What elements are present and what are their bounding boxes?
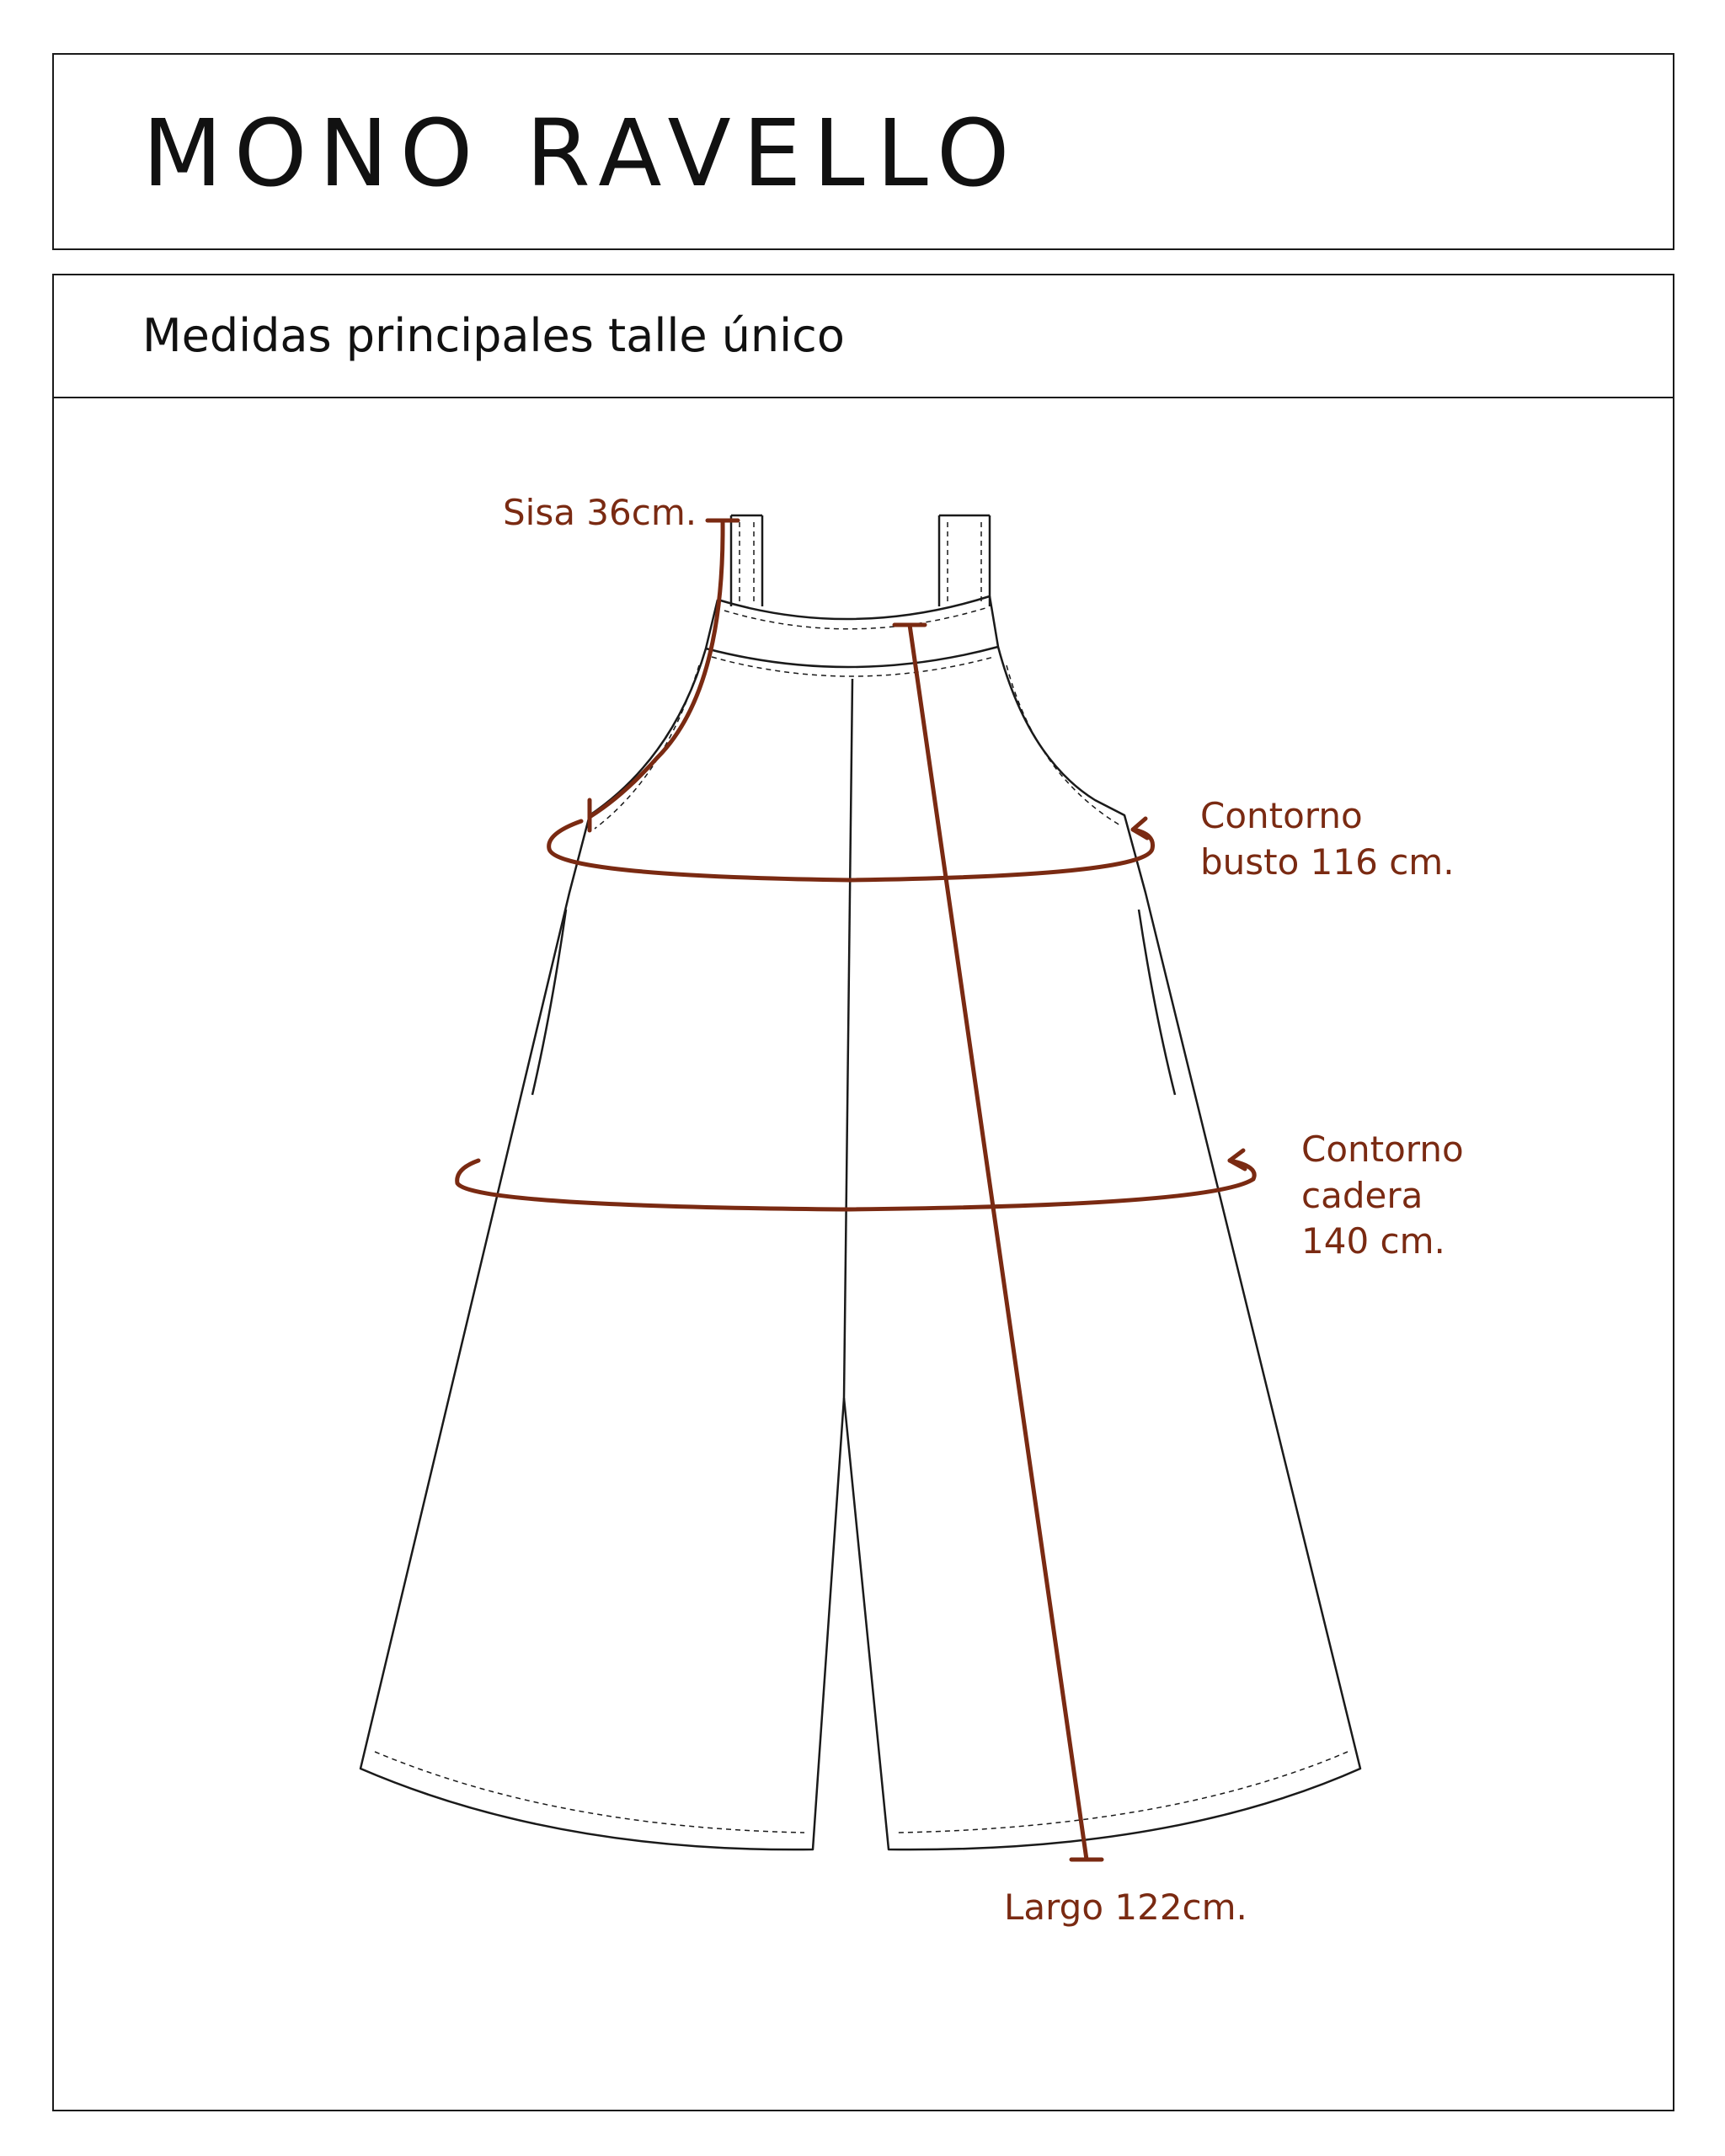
cadera-arrow [1227, 1148, 1247, 1171]
bib-bottom [705, 645, 999, 669]
measurement-marks [455, 518, 1257, 1862]
cadera-label-line2: cadera [1301, 1174, 1423, 1216]
title-box: MONO RAVELLO [52, 53, 1674, 250]
right-body-edge [842, 595, 1362, 1851]
center-seam [842, 678, 854, 1399]
busto-arrow [1130, 816, 1150, 841]
pockets [531, 909, 1177, 1096]
sisa-line [587, 518, 725, 819]
busto-label-line2: busto 116 cm. [1200, 841, 1455, 883]
left-body-edge [359, 599, 846, 1851]
topstitching [374, 522, 1348, 1833]
left-strap [729, 514, 764, 606]
busto-ring [547, 819, 1155, 883]
right-pocket [1137, 909, 1177, 1096]
cadera-label: Contorno cadera 140 cm. [1301, 1127, 1464, 1265]
measurements-panel: Medidas principales talle único [52, 274, 1674, 2111]
section-subtitle: Medidas principales talle único [142, 309, 845, 362]
bib-top [717, 595, 991, 621]
largo-line [907, 622, 1089, 1862]
subtitle-row: Medidas principales talle único [54, 275, 1673, 398]
left-pocket [531, 909, 568, 1096]
cadera-label-line1: Contorno [1301, 1129, 1464, 1170]
right-strap [937, 514, 991, 606]
largo-label: Largo 122cm. [1004, 1886, 1247, 1928]
cadera-label-line3: 140 cm. [1301, 1220, 1445, 1262]
busto-label-line1: Contorno [1200, 795, 1363, 836]
cadera-ring [455, 1158, 1257, 1212]
page-title: MONO RAVELLO [142, 99, 1022, 207]
garment-outline [359, 514, 1362, 1851]
busto-label: Contorno busto 116 cm. [1200, 793, 1455, 885]
sisa-label: Sisa 36cm. [503, 492, 697, 533]
